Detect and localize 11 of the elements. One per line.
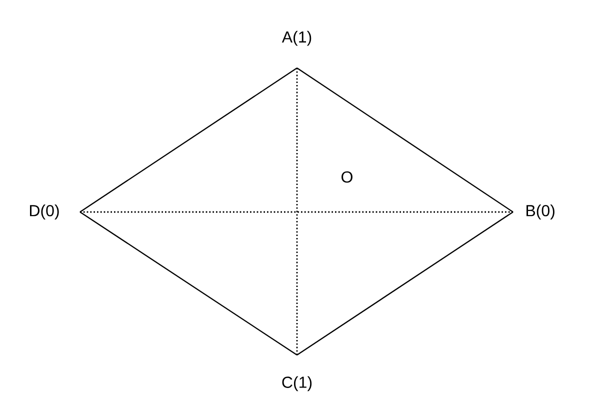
side-line (80, 68, 298, 212)
side-line (296, 68, 514, 212)
vertex-label: D(0) (30, 204, 59, 220)
vertex-label: A(1) (282, 30, 312, 46)
point-label: O (342, 171, 352, 183)
diagonal-line (80, 211, 513, 213)
vertex-label: B(0) (526, 204, 554, 220)
vertex-label: C(1) (282, 376, 312, 392)
diagonal-line (296, 68, 298, 355)
side-line (296, 212, 514, 356)
side-line (80, 212, 298, 356)
